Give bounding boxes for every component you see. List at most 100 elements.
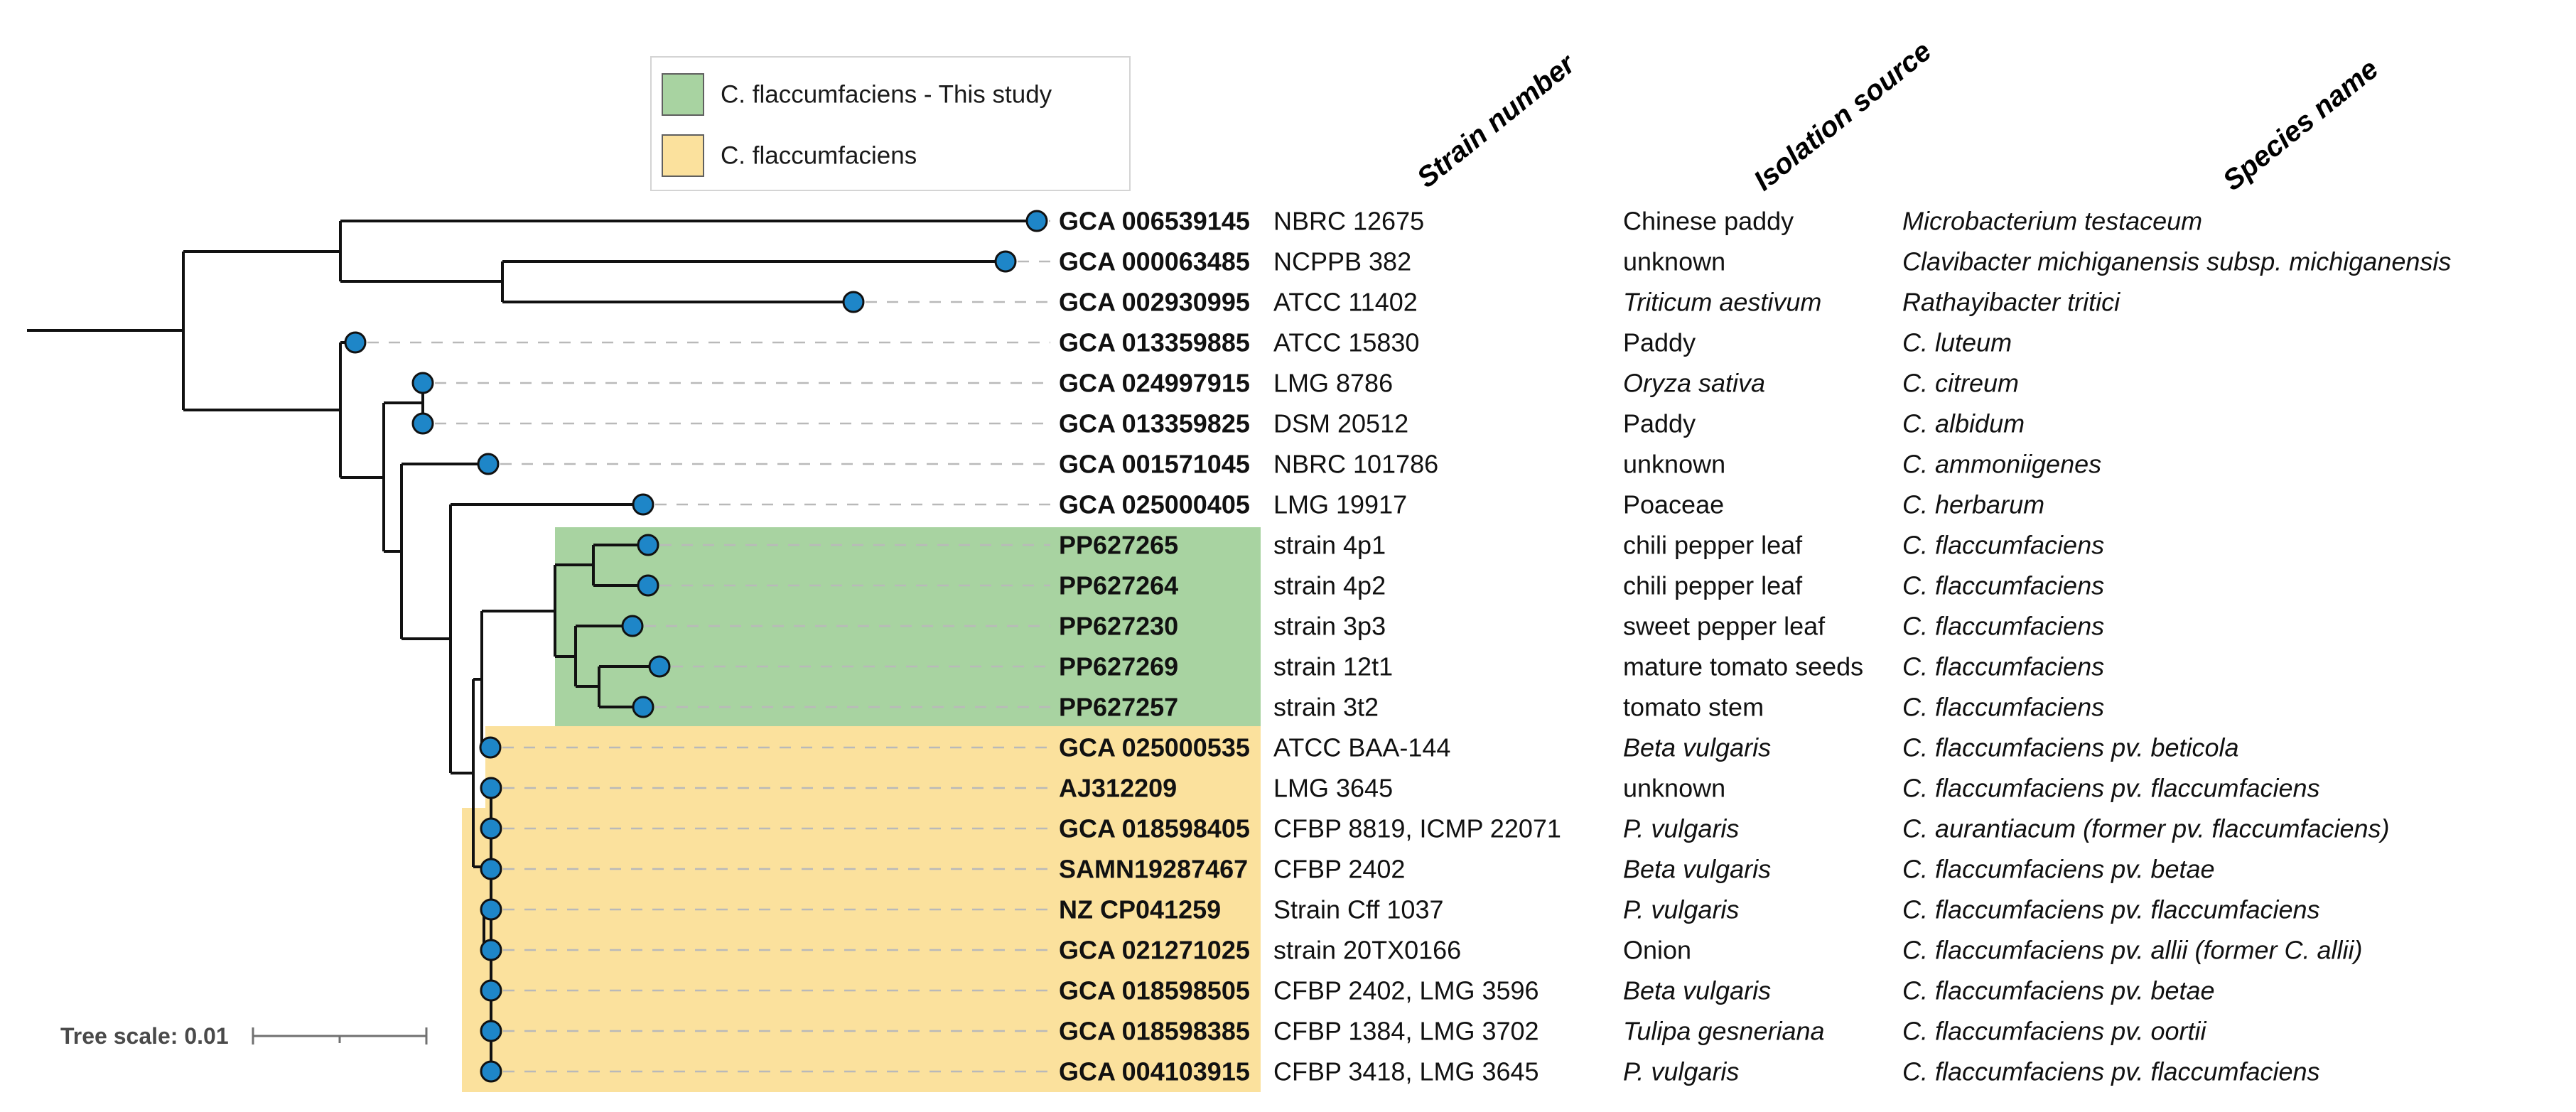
- accession-label: PP627230: [1059, 612, 1178, 641]
- accession-label: PP627265: [1059, 531, 1178, 560]
- leaf-node-dot[interactable]: [411, 372, 434, 394]
- species-label: C. herbarum: [1902, 490, 2044, 519]
- strain-label: strain 20TX0166: [1273, 936, 1461, 965]
- isolation-label: P. vulgaris: [1623, 895, 1739, 924]
- species-label: C. flaccumfaciens pv. allii (former C. a…: [1902, 936, 2362, 965]
- strain-label: strain 4p1: [1273, 531, 1386, 560]
- strain-label: ATCC BAA-144: [1273, 733, 1450, 762]
- accession-label: GCA 021271025: [1059, 936, 1250, 965]
- accession-label: PP627269: [1059, 652, 1178, 681]
- species-label: C. luteum: [1902, 328, 2012, 357]
- leaf-node-dot[interactable]: [480, 817, 502, 840]
- leaf-node-dot[interactable]: [477, 453, 500, 475]
- isolation-label: P. vulgaris: [1623, 1057, 1739, 1086]
- leaf-node-dot[interactable]: [344, 331, 367, 354]
- isolation-label: chili pepper leaf: [1623, 531, 1803, 560]
- isolation-label: Tulipa gesneriana: [1623, 1017, 1825, 1046]
- strain-label: LMG 19917: [1273, 490, 1407, 519]
- tree-branches: [27, 220, 1037, 1071]
- strain-label: CFBP 8819, ICMP 22071: [1273, 814, 1561, 843]
- leaf-node-dot[interactable]: [480, 898, 502, 921]
- leaf-node-dot[interactable]: [632, 696, 654, 718]
- species-label: C. flaccumfaciens pv. flaccumfaciens: [1902, 774, 2320, 803]
- isolation-label: Triticum aestivum: [1623, 288, 1821, 317]
- leaf-node-dot[interactable]: [480, 939, 502, 961]
- isolation-label: unknown: [1623, 450, 1725, 479]
- leaf-node-dot[interactable]: [411, 412, 434, 435]
- leaf-node-dot[interactable]: [637, 574, 659, 597]
- legend-label-flaccumfaciens: C. flaccumfaciens: [721, 142, 917, 170]
- strain-label: CFBP 2402, LMG 3596: [1273, 976, 1539, 1005]
- accession-label: GCA 001571045: [1059, 450, 1250, 479]
- leaf-node-dot[interactable]: [648, 655, 671, 678]
- species-label: C. aurantiacum (former pv. flaccumfacien…: [1902, 814, 2390, 843]
- species-label: C. flaccumfaciens pv. betae: [1902, 855, 2215, 884]
- species-label: C. albidum: [1902, 409, 2025, 438]
- isolation-label: Poaceae: [1623, 490, 1724, 519]
- species-label: C. flaccumfaciens: [1902, 652, 2104, 681]
- leaf-node-dot[interactable]: [637, 534, 659, 556]
- isolation-label: Beta vulgaris: [1623, 976, 1771, 1005]
- strain-label: LMG 8786: [1273, 369, 1393, 398]
- species-label: C. flaccumfaciens pv. flaccumfaciens: [1902, 1057, 2320, 1086]
- isolation-label: chili pepper leaf: [1623, 571, 1803, 600]
- isolation-label: unknown: [1623, 774, 1725, 803]
- leaf-node-dot[interactable]: [480, 858, 502, 880]
- leaf-node-dot[interactable]: [480, 1020, 502, 1042]
- accession-label: GCA 013359885: [1059, 328, 1250, 357]
- isolation-label: Paddy: [1623, 328, 1696, 357]
- isolation-label: sweet pepper leaf: [1623, 612, 1826, 641]
- species-label: C. flaccumfaciens pv. beticola: [1902, 733, 2239, 762]
- strain-label: LMG 3645: [1273, 774, 1393, 803]
- strain-label: Strain Cff 1037: [1273, 895, 1443, 924]
- species-label: C. citreum: [1902, 369, 2019, 398]
- isolation-label: P. vulgaris: [1623, 814, 1739, 843]
- tree-scale-label: Tree scale: 0.01: [60, 1023, 229, 1049]
- accession-label: GCA 025000535: [1059, 733, 1250, 762]
- leaf-node-dot[interactable]: [994, 250, 1017, 273]
- species-label: Microbacterium testaceum: [1902, 207, 2202, 236]
- leaf-node-dot[interactable]: [632, 493, 654, 516]
- accession-label: NZ CP041259: [1059, 895, 1221, 924]
- isolation-label: Oryza sativa: [1623, 369, 1765, 398]
- tree-scale-bar: [252, 1027, 428, 1044]
- species-label: C. flaccumfaciens: [1902, 531, 2104, 560]
- leaf-node-dot[interactable]: [1025, 210, 1048, 232]
- legend-swatch-this-study[interactable]: [662, 73, 704, 116]
- accession-label: GCA 024997915: [1059, 369, 1250, 398]
- species-label: Rathayibacter tritici: [1902, 288, 2120, 317]
- accession-label: GCA 006539145: [1059, 207, 1250, 236]
- species-label: C. flaccumfaciens pv. betae: [1902, 976, 2215, 1005]
- strain-label: ATCC 15830: [1273, 328, 1419, 357]
- accession-label: SAMN19287467: [1059, 855, 1248, 884]
- column-header-isolation-source: Isolation source: [1748, 36, 1937, 197]
- accession-label: GCA 002930995: [1059, 288, 1250, 317]
- isolation-label: tomato stem: [1623, 693, 1764, 722]
- strain-label: CFBP 2402: [1273, 855, 1405, 884]
- strain-label: CFBP 1384, LMG 3702: [1273, 1017, 1539, 1046]
- strain-label: strain 3p3: [1273, 612, 1386, 641]
- isolation-label: Paddy: [1623, 409, 1696, 438]
- leaf-node-dot[interactable]: [621, 615, 644, 637]
- leaf-node-dot[interactable]: [480, 777, 502, 799]
- species-label: C. ammoniigenes: [1902, 450, 2101, 479]
- species-label: C. flaccumfaciens pv. flaccumfaciens: [1902, 895, 2320, 924]
- legend-swatch-flaccumfaciens[interactable]: [662, 134, 704, 177]
- strain-label: NCPPB 382: [1273, 247, 1411, 276]
- accession-label: GCA 018598385: [1059, 1017, 1250, 1046]
- species-label: C. flaccumfaciens: [1902, 612, 2104, 641]
- legend: C. flaccumfaciens - This study C. flaccu…: [650, 56, 1131, 191]
- legend-label-this-study: C. flaccumfaciens - This study: [721, 81, 1052, 109]
- isolation-label: Beta vulgaris: [1623, 733, 1771, 762]
- leaf-node-dot[interactable]: [480, 1060, 502, 1083]
- leaf-node-dot[interactable]: [480, 979, 502, 1002]
- leaf-node-dot[interactable]: [479, 736, 502, 759]
- accession-label: GCA 025000405: [1059, 490, 1250, 519]
- accession-label: PP627264: [1059, 571, 1178, 600]
- leaf-node-dot[interactable]: [842, 291, 865, 313]
- accession-label: GCA 018598505: [1059, 976, 1250, 1005]
- strain-label: DSM 20512: [1273, 409, 1408, 438]
- isolation-label: unknown: [1623, 247, 1725, 276]
- tree-scale: Tree scale: 0.01: [60, 1023, 428, 1049]
- species-label: C. flaccumfaciens: [1902, 571, 2104, 600]
